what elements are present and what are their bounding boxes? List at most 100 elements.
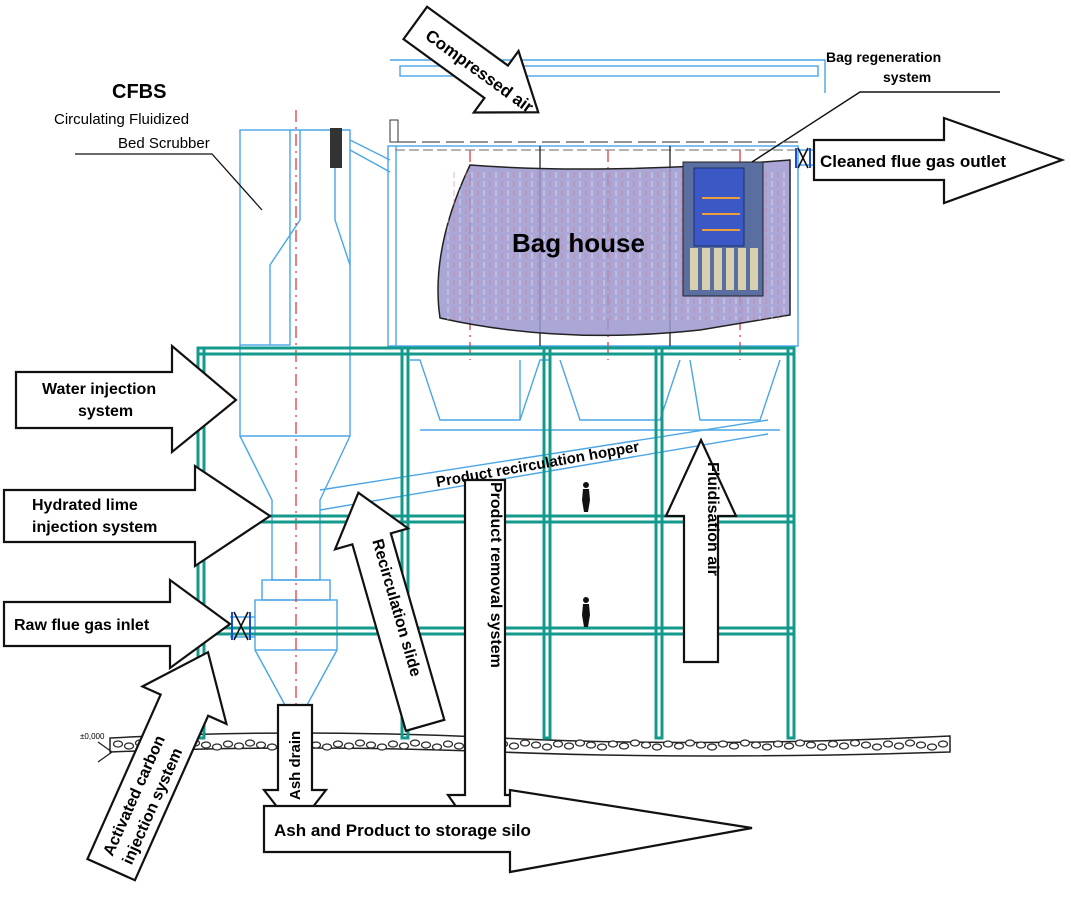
ground-pebble	[123, 742, 135, 750]
ground-pebble	[574, 739, 586, 747]
ground-pebble	[332, 740, 344, 748]
ground-pebble	[321, 743, 333, 751]
cfbs-subtitle-line1: Circulating Fluidized	[54, 111, 189, 128]
ground-pebble	[640, 741, 652, 749]
ground-pebble	[904, 739, 916, 747]
ground-pebble	[761, 743, 773, 751]
ground-pebble	[695, 741, 707, 749]
ground-pebble	[728, 742, 740, 750]
ground-pebble	[750, 741, 762, 749]
worker-figure-icon	[582, 597, 590, 627]
ground-pebble	[739, 739, 751, 747]
activated-carbon-arrow: Activated carbon injection system	[85, 650, 229, 882]
ground-pebble	[453, 742, 465, 750]
raw-flue-gas-inlet-label: Raw flue gas inlet	[14, 617, 150, 634]
ground-pebble	[717, 740, 729, 748]
ground-pebble	[398, 742, 410, 750]
ground-pebble	[420, 741, 432, 749]
ground-pebble	[343, 742, 355, 750]
worker-figure-icon	[582, 482, 590, 512]
product-removal-label: Product removal system	[487, 482, 504, 668]
outlet-valve-icon	[795, 147, 811, 169]
ground-pebble	[618, 742, 630, 750]
ground-pebble	[629, 739, 641, 747]
inlet-valve-icon	[231, 611, 251, 641]
compressed-air-header	[330, 119, 798, 168]
ground-pebble	[387, 740, 399, 748]
ground-pebble	[816, 743, 828, 751]
hydrated-lime-label-line1: Hydrated lime	[32, 497, 138, 514]
ground-pebble	[530, 741, 542, 749]
ground-pebble	[673, 742, 685, 750]
ground-pebble	[827, 740, 839, 748]
ground-pebble	[860, 741, 872, 749]
ground-pebble	[684, 739, 696, 747]
ground-pebble	[365, 741, 377, 749]
ground-pebble	[200, 741, 212, 749]
ground-pebble	[563, 742, 575, 750]
cfbs-subtitle-line2: Bed Scrubber	[118, 135, 210, 152]
ground-pebble	[508, 742, 520, 750]
bag-regeneration-label-line1: Bag regeneration	[826, 49, 941, 65]
ground-pebble	[849, 739, 861, 747]
ground-pebble	[838, 742, 850, 750]
ground-level-label: ±0,000	[80, 732, 105, 741]
ground-pebble	[651, 743, 663, 751]
ground-pebble	[596, 743, 608, 751]
raw-flue-gas-inlet-arrow: Raw flue gas inlet	[2, 577, 232, 671]
ground-pebble	[354, 739, 366, 747]
compressed-air-arrow: Compressed air	[401, 5, 540, 117]
water-injection-label-line1: Water injection	[42, 381, 156, 398]
ground-pebble	[706, 743, 718, 751]
ground-pebble	[112, 740, 124, 748]
fluidisation-air-label: Fluidisation air	[704, 462, 721, 576]
bag-regeneration-module: Bag regeneration system	[682, 49, 1000, 297]
cleaned-flue-gas-outlet-label: Cleaned flue gas outlet	[820, 152, 1006, 171]
ground-pebble	[266, 743, 278, 751]
product-removal-arrow: Product removal system	[445, 478, 525, 850]
ground-level-marker	[97, 741, 114, 763]
ground-pebble	[871, 743, 883, 751]
ground-pebble	[409, 739, 421, 747]
ground-pebble	[442, 740, 454, 748]
ash-and-product-arrow: Ash and Product to storage silo	[262, 788, 753, 874]
ground-pebble	[541, 743, 553, 751]
ground-layer: ±0,000	[80, 732, 951, 763]
ground-pebble	[552, 740, 564, 748]
ground-pebble	[211, 743, 223, 751]
ground-pebble	[794, 739, 806, 747]
plant-outline	[230, 59, 826, 720]
cfbs-label: CFBS Circulating Fluidized Bed Scrubber	[54, 81, 263, 211]
recirculation-slide-arrow: Recirculation slide	[333, 491, 446, 733]
hydrated-lime-label-line2: injection system	[32, 519, 157, 536]
ground-pebble	[937, 740, 949, 748]
ground-pebble	[431, 743, 443, 751]
ground-pebble	[376, 743, 388, 751]
water-injection-arrow: Water injection system	[14, 343, 238, 455]
ground-pebble	[607, 740, 619, 748]
fluidisation-air-arrow: Fluidisation air	[664, 437, 738, 664]
ground-pebble	[772, 740, 784, 748]
ash-and-product-label: Ash and Product to storage silo	[274, 821, 531, 840]
ground-pebble	[915, 741, 927, 749]
bag-house-label: Bag house	[512, 228, 645, 258]
ground-pebble	[244, 739, 256, 747]
cleaned-flue-gas-outlet-arrow: Cleaned flue gas outlet	[812, 116, 1066, 205]
ground-pebble	[893, 742, 905, 750]
ground-pebble	[783, 742, 795, 750]
ash-drain-label: Ash drain	[287, 731, 304, 800]
ground-pebble	[519, 739, 531, 747]
hydrated-lime-arrow: Hydrated lime injection system	[2, 463, 272, 569]
ground-pebble	[222, 740, 234, 748]
cfbs-title: CFBS	[112, 81, 166, 103]
ground-pebble	[805, 741, 817, 749]
ground-pebble	[882, 740, 894, 748]
bag-regeneration-label-line2: system	[883, 69, 931, 85]
ash-drain-arrow: Ash drain	[261, 703, 329, 832]
ground-pebble	[255, 741, 267, 749]
ground-pebble	[926, 743, 938, 751]
ground-pebble	[662, 740, 674, 748]
ground-pebble	[585, 741, 597, 749]
water-injection-label-line2: system	[78, 403, 133, 420]
